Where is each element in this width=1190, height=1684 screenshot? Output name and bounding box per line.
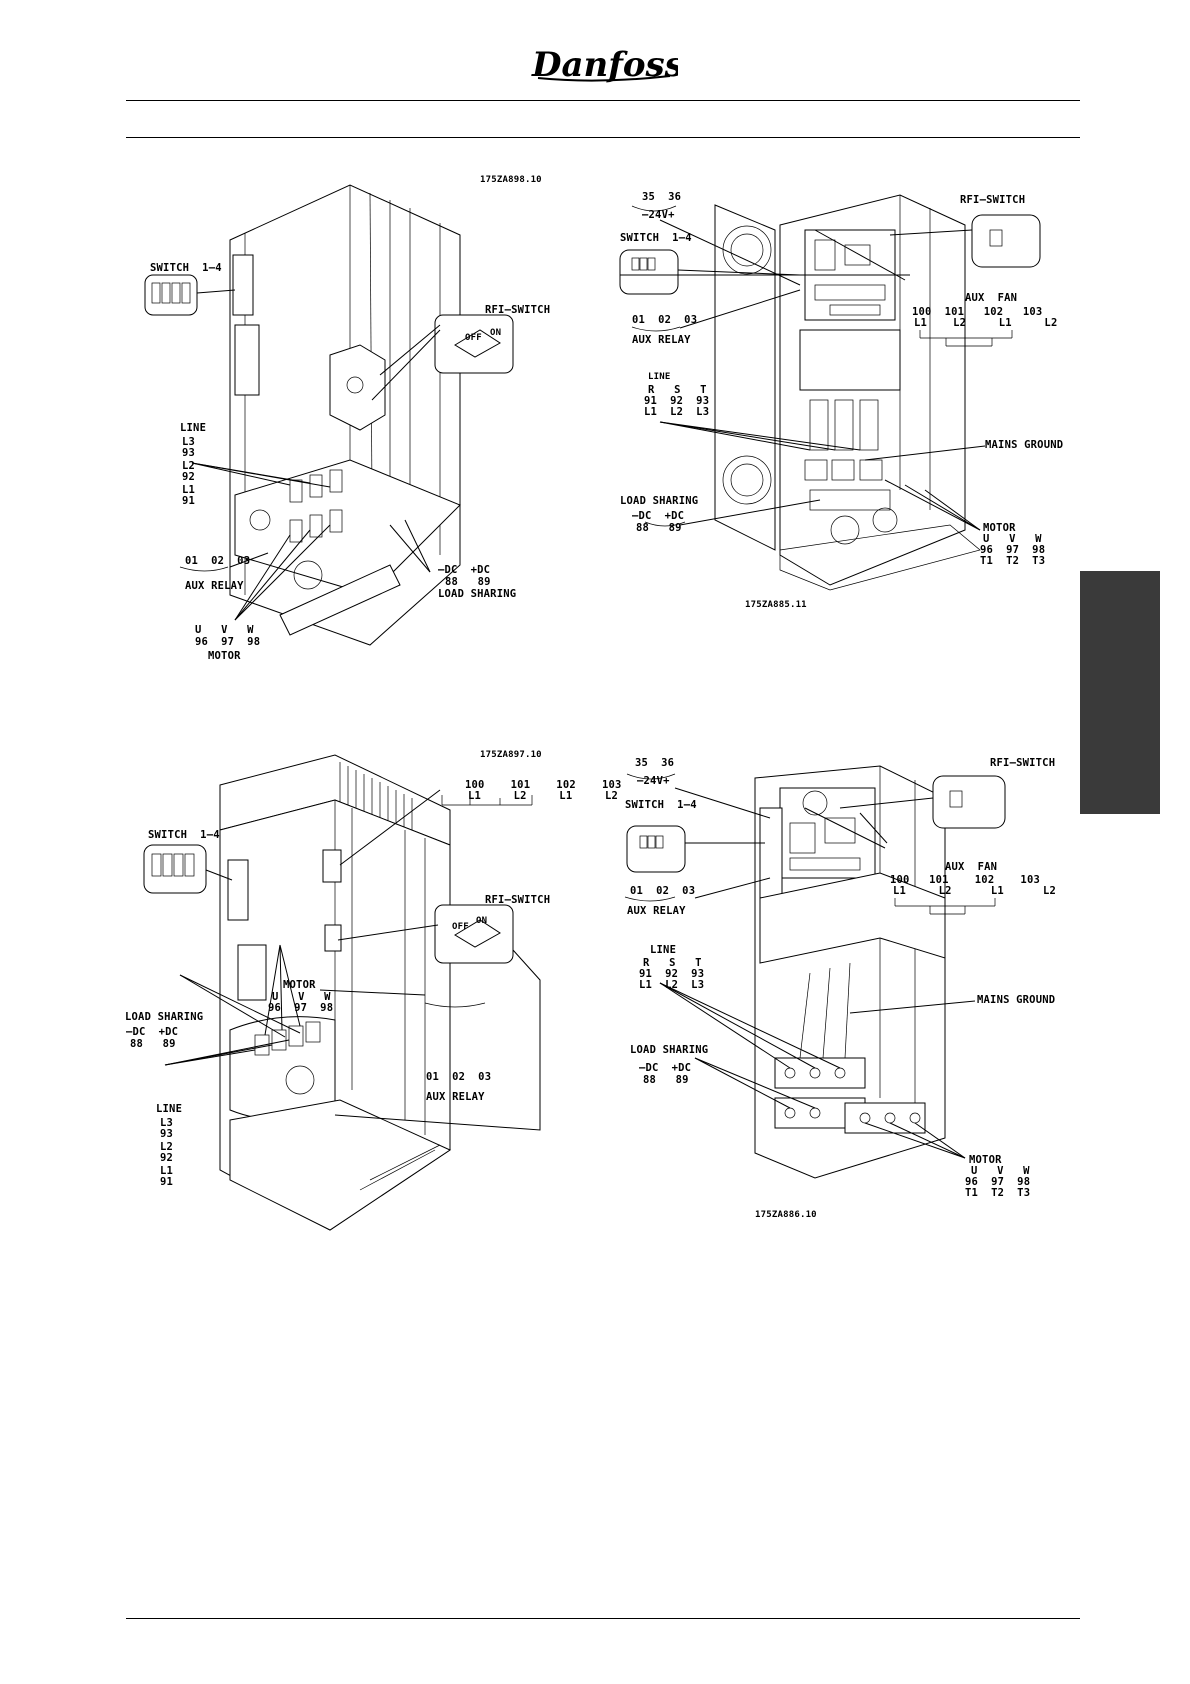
aux-fan-label: AUX FAN (965, 292, 1018, 304)
fan-nums: 100 101 102 103 (912, 306, 1043, 318)
switch-label: SWITCH 1–4 (625, 799, 697, 811)
line-label: LINE (156, 1103, 183, 1115)
line-label: LINE (650, 944, 677, 956)
line-rst: R S T (648, 384, 707, 396)
motor-nums: 96 97 98 (965, 1176, 1031, 1188)
figure-code: 175ZA885.11 (745, 600, 807, 610)
terminal-35-36: 35 36 (635, 757, 675, 769)
header-rule-bottom (126, 137, 1080, 138)
motor-t: T1 T2 T3 (965, 1187, 1031, 1199)
rfi-switch-label: RFI–SWITCH (485, 304, 551, 316)
motor-uvw: U V W (195, 624, 254, 636)
line-term: 92 (182, 471, 196, 483)
cabinet-drawing-3 (143, 754, 541, 1231)
line-l: L1 L2 L3 (639, 979, 705, 991)
line-term: L3 (160, 1117, 174, 1129)
line-term: L3 (182, 436, 196, 448)
motor-t: T1 T2 T3 (980, 555, 1046, 567)
cabinet-drawing-4 (624, 765, 1006, 1179)
motor-uvw: U V W (971, 1165, 1030, 1177)
load-sharing-label: LOAD SHARING (125, 1011, 204, 1023)
relay-terms: 01 02 03 (185, 555, 251, 567)
header-rule-top (126, 100, 1080, 101)
load-sharing-label: LOAD SHARING (630, 1044, 709, 1056)
switch-label: SWITCH 1–4 (148, 829, 220, 841)
figure-bottom-right: 35 36 –24V+ SWITCH 1–4 01 02 03 AUX RELA… (624, 757, 1080, 1258)
cabinet-drawing-2 (619, 194, 1041, 591)
motor-uvw: U V W (983, 533, 1042, 545)
figure-code: 175ZA886.10 (755, 1210, 817, 1220)
line-term: 91 (182, 495, 196, 507)
cabinet-drawing-1 (144, 184, 514, 646)
aux-fan-label: AUX FAN (945, 861, 998, 873)
load-sharing-label: LOAD SHARING (620, 495, 699, 507)
line-term: 93 (182, 447, 196, 459)
rfi-off-label: OFF (452, 922, 469, 932)
line-nums: 91 92 93 (639, 968, 705, 980)
motor-label: MOTOR (283, 979, 316, 991)
load-sharing-label: LOAD SHARING (438, 588, 517, 600)
rfi-on-label: ON (476, 916, 488, 926)
aux-relay-label: AUX RELAY (632, 334, 691, 346)
motor-nums: 96 97 98 (195, 636, 261, 648)
switch-label: SWITCH 1–4 (620, 232, 692, 244)
terminal-35-36: 35 36 (642, 191, 682, 203)
section-side-tab (1080, 571, 1160, 814)
motor-nums: 96 97 98 (268, 1002, 334, 1014)
rfi-switch-label: RFI–SWITCH (960, 194, 1026, 206)
motor-label: MOTOR (983, 522, 1016, 534)
relay-terms: 01 02 03 (632, 314, 698, 326)
dc-nums: 88 89 (636, 522, 682, 534)
line-term: 93 (160, 1128, 174, 1140)
v24-label: –24V+ (637, 775, 670, 787)
figure-code: 175ZA897.10 (480, 750, 542, 760)
line-term: L1 (160, 1165, 174, 1177)
danfoss-logo: Danfoss (531, 45, 678, 85)
fan-nums: 100 101 102 103 (890, 874, 1040, 886)
rfi-switch-label: RFI–SWITCH (485, 894, 551, 906)
dc-terms: –DC +DC (639, 1062, 692, 1074)
relay-terms: 01 02 03 (630, 885, 696, 897)
line-term: L2 (160, 1141, 174, 1153)
line-term: 92 (160, 1152, 174, 1164)
motor-uvw: U V W (272, 991, 331, 1003)
rfi-on-label: ON (490, 328, 502, 338)
figure-bottom-left: 175ZA897.10 100 101 102 103 L1 L2 L1 L2 … (120, 750, 621, 1240)
relay-terms: 01 02 03 (426, 1071, 492, 1083)
aux-relay-label: AUX RELAY (627, 905, 686, 917)
fan-lines: L1 L2 L1 L2 (914, 317, 1058, 329)
line-label: LINE (180, 422, 207, 434)
switch-label: SWITCH 1–4 (150, 262, 222, 274)
line-label: LINE (648, 372, 671, 382)
line-term: L1 (182, 484, 196, 496)
motor-label: MOTOR (208, 650, 241, 662)
dc-terms: –DC +DC (126, 1026, 179, 1038)
motor-nums: 96 97 98 (980, 544, 1046, 556)
mains-ground-label: MAINS GROUND (977, 994, 1056, 1006)
line-rst: R S T (643, 957, 702, 969)
line-nums: 91 92 93 (644, 395, 710, 407)
dc-terms: –DC +DC (438, 564, 491, 576)
aux-relay-label: AUX RELAY (185, 580, 244, 592)
fan-lines: L1 L2 L1 L2 (893, 885, 1057, 897)
fan-lines: L1 L2 L1 L2 (468, 790, 618, 802)
dc-nums: 88 89 (130, 1038, 176, 1050)
aux-relay-label: AUX RELAY (426, 1091, 485, 1103)
dc-nums: 88 89 (643, 1074, 689, 1086)
line-term: 91 (160, 1176, 174, 1188)
figure-top-left: 175ZA898.10 SWITCH 1–4 RFI–SWITCH OFF ON… (140, 175, 560, 675)
figure-top-right: 35 36 –24V+ SWITCH 1–4 01 02 03 AUX RELA… (619, 190, 1080, 620)
footer-rule (126, 1618, 1080, 1619)
fan-nums: 100 101 102 103 (465, 779, 622, 791)
mains-ground-label: MAINS GROUND (985, 439, 1064, 451)
rfi-switch-label: RFI–SWITCH (990, 757, 1056, 769)
v24-label: –24V+ (642, 209, 675, 221)
figure-code: 175ZA898.10 (480, 175, 542, 185)
line-l: L1 L2 L3 (644, 406, 710, 418)
dc-terms: –DC +DC (632, 510, 685, 522)
rfi-off-label: OFF (465, 333, 482, 343)
line-term: L2 (182, 460, 196, 472)
motor-label: MOTOR (969, 1154, 1002, 1166)
dc-nums: 88 89 (445, 576, 491, 588)
